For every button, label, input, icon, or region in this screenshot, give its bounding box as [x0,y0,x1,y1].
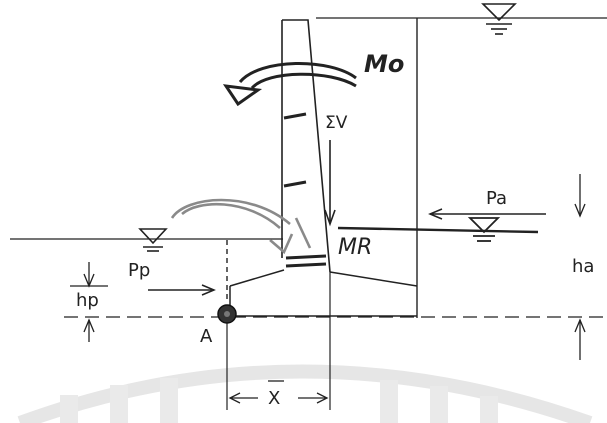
lever-arm-dimension [228,380,329,404]
pivot-point-icon [217,304,237,324]
wall-stem [281,19,331,273]
passive-force-label: Pp [128,260,150,281]
watermark [17,364,593,423]
resisting-moment-label: MR [338,235,372,260]
passive-height-label: hp [76,290,99,311]
toe-point-label: A [200,326,213,347]
wall-base [228,269,418,317]
passive-force-arrowhead [201,284,216,296]
overturning-moment-label: Mo [364,50,404,78]
water-surface-triangle-icon [467,217,501,242]
stem-joints [283,112,327,268]
active-height-label: ha [572,256,594,277]
vertical-force-arrowhead [324,209,336,227]
water-surface-triangle-icon [138,228,168,252]
passive-height-dimension [70,262,108,342]
active-water-line [337,226,539,234]
water-surface-triangle-icon [481,3,517,35]
resisting-moment-arrow [170,198,312,255]
overturning-moment-arrow [222,62,357,107]
vertical-force-label: ΣV [325,113,348,133]
watermark-bars [60,378,498,423]
lever-arm-label: X [268,388,280,409]
active-height-dimension [574,174,586,360]
active-force-label: Pa [486,188,507,209]
active-force-arrowhead [428,208,443,220]
